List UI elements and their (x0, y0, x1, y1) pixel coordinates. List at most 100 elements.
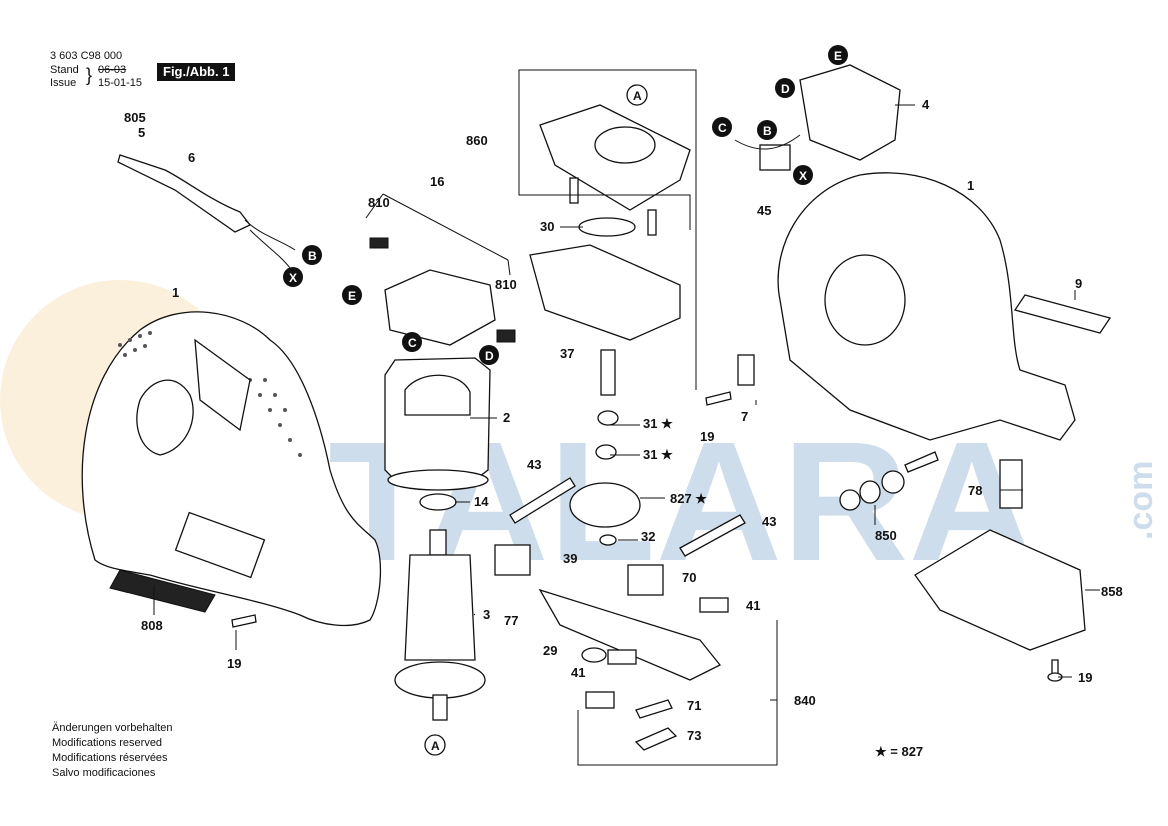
footer-line-es: Salvo modificaciones (52, 767, 156, 779)
star-legend: ★ = 827 (875, 744, 923, 759)
marker-b2-icon (793, 165, 813, 185)
label-827: 827 ★ (670, 491, 707, 506)
label-858: 858 (1101, 584, 1123, 599)
marker-e2-label: E (834, 49, 842, 63)
brace-icon: } (86, 65, 93, 85)
label-31-upper: 31 ★ (643, 416, 673, 431)
marker-a2-label: B (763, 124, 772, 138)
label-19-right: 19 (1078, 670, 1092, 685)
label-43-right: 43 (762, 514, 776, 529)
label-840: 840 (794, 693, 816, 708)
guide-pin-right (679, 514, 746, 557)
marker-d-label: D (485, 349, 494, 363)
bearing (419, 493, 457, 511)
label-78: 78 (968, 483, 982, 498)
label-810-top: 810 (368, 195, 390, 210)
switch-assembly (734, 64, 901, 171)
label-19-mid: 19 (700, 429, 714, 444)
stroke-bar (538, 588, 722, 681)
lever-73 (634, 727, 678, 751)
label-1-left: 1 (172, 285, 179, 300)
issue-label: Issue (50, 77, 77, 89)
marker-e2-icon (828, 45, 848, 65)
marker-c2-icon (712, 117, 732, 137)
label-30: 30 (540, 219, 554, 234)
label-14: 14 (474, 494, 489, 509)
label-4: 4 (922, 97, 930, 112)
marker-x-top-label: A (633, 89, 642, 103)
retaining-ring (599, 534, 617, 546)
gear-wheel (569, 482, 641, 528)
footer-notes: Änderungen vorbehalten Modifications res… (52, 721, 172, 781)
document-number: 3 603 C98 000 (50, 50, 123, 62)
label-3: 3 (483, 607, 490, 622)
label-41-upper: 41 (746, 598, 760, 613)
footer-line-fr: Modifications réservées (52, 752, 168, 764)
clip-lower (585, 691, 615, 709)
needle-bearing-lower (595, 444, 617, 460)
bushing-29 (581, 647, 607, 663)
plunger-rod (600, 349, 616, 396)
label-73: 73 (687, 728, 701, 743)
marker-a2-icon (757, 120, 777, 140)
marker-x-top-icon (626, 84, 648, 106)
label-70: 70 (682, 570, 696, 585)
label-16: 16 (430, 174, 444, 189)
part-labels: 805 5 6 16 810 810 860 30 37 1 4 45 9 2 … (124, 97, 1123, 759)
label-7: 7 (741, 409, 748, 424)
connector-markers: B X E C D E D C B X A A (283, 45, 848, 756)
housing-half-left (81, 311, 382, 627)
label-31-lower: 31 ★ (643, 447, 673, 462)
label-plate (109, 569, 216, 613)
clamp-7 (737, 354, 755, 386)
marker-d2-icon (775, 78, 795, 98)
side-button (999, 459, 1023, 509)
armature (394, 529, 486, 721)
needle-bearing-upper (597, 410, 619, 426)
label-71: 71 (687, 698, 701, 713)
clip-41-lower (607, 649, 637, 665)
label-860: 860 (466, 133, 488, 148)
label-850: 850 (875, 528, 897, 543)
marker-e-icon (342, 285, 362, 305)
guard-frame (539, 104, 691, 236)
marker-c-icon (402, 332, 422, 352)
label-37: 37 (560, 346, 574, 361)
power-cord (117, 154, 296, 269)
footer-line-en: Modifications reserved (52, 737, 163, 749)
field-stator (384, 357, 491, 491)
label-41-lower: 41 (571, 665, 585, 680)
lever-71 (635, 699, 673, 719)
bracket-77 (494, 544, 531, 576)
label-77: 77 (504, 613, 518, 628)
marker-b-label: X (289, 271, 297, 285)
label-6: 6 (188, 150, 195, 165)
guide-pin-left (509, 477, 576, 524)
label-32: 32 (641, 529, 655, 544)
marker-c2-label: C (718, 121, 727, 135)
watermark-suffix: .com (1122, 461, 1160, 540)
base-plate (914, 529, 1086, 651)
washer (578, 217, 636, 237)
stand-label: Stand (50, 64, 79, 76)
label-2: 2 (503, 410, 510, 425)
leader-lines (153, 69, 1100, 766)
label-29: 29 (543, 643, 557, 658)
stand-value: 06-03 (98, 64, 127, 76)
marker-b2-label: X (799, 169, 807, 183)
label-1-right: 1 (967, 178, 974, 193)
housing-half-right (777, 172, 1076, 441)
label-5: 5 (138, 125, 145, 140)
label-9: 9 (1075, 276, 1082, 291)
footer-line-de: Änderungen vorbehalten (52, 722, 173, 734)
bracket-70 (627, 564, 664, 596)
foil-pad (1013, 294, 1112, 334)
issue-value: 15-01-15 (98, 77, 143, 89)
marker-a-label: B (308, 249, 317, 263)
label-39: 39 (563, 551, 577, 566)
figure-label: Fig./Abb. 1 (157, 63, 236, 81)
clip-41-upper (699, 597, 729, 613)
marker-e-label: E (348, 289, 356, 303)
label-810-right: 810 (495, 277, 517, 292)
